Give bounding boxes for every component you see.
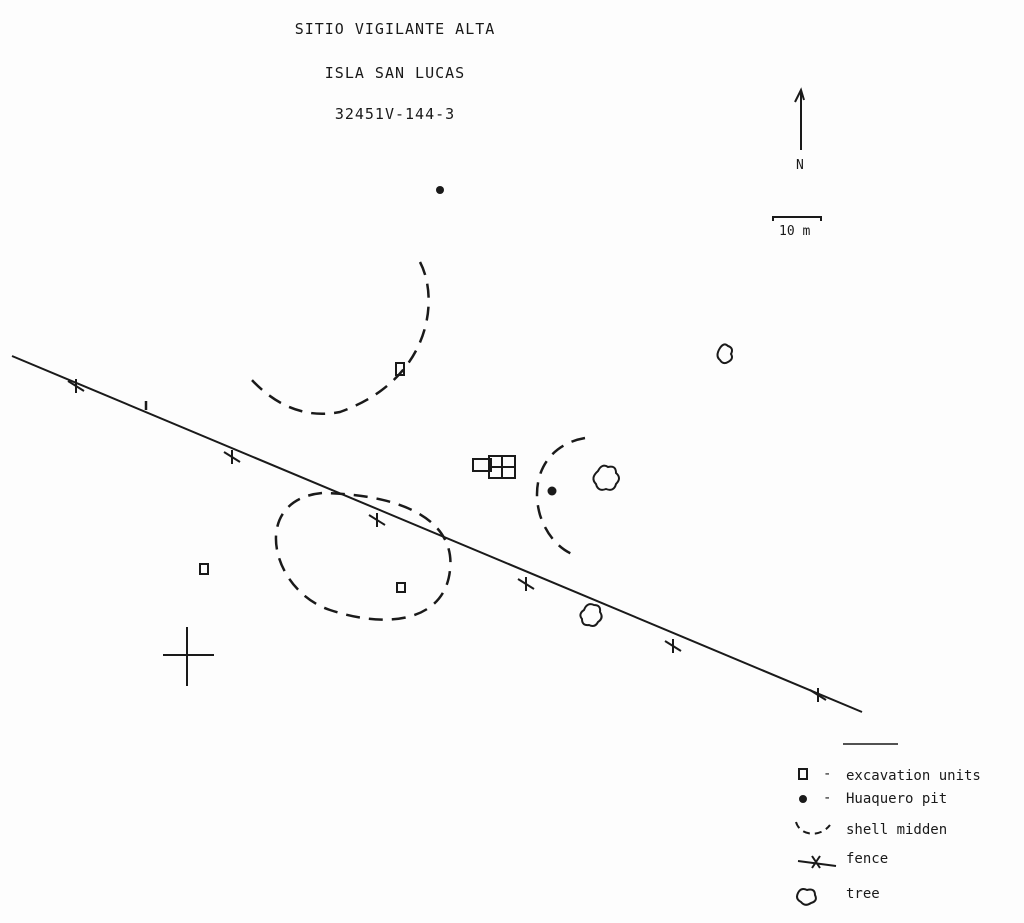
legend-label-excavation-units: excavation units — [846, 768, 981, 784]
shell-midden-center — [274, 491, 452, 621]
legend-dash: - — [823, 766, 832, 782]
site-code: 32451V-144-3 — [334, 105, 456, 123]
legend-label-huaquero-pit: Huaquero pit — [846, 791, 948, 807]
tree-icon — [716, 343, 733, 365]
huaquero-pit — [547, 486, 557, 496]
shell-midden-east — [535, 436, 586, 558]
tree-icon — [592, 464, 620, 491]
datum-cross — [163, 627, 214, 686]
scale-bar — [772, 216, 822, 221]
legend-symbols — [795, 743, 898, 906]
legend-label-tree: tree — [846, 886, 880, 902]
fence-line — [11, 355, 863, 713]
shell-midden-north — [249, 261, 430, 415]
fence-post-icon — [809, 688, 827, 702]
legend-label-fence: fence — [846, 851, 889, 867]
tree-icon — [796, 888, 817, 906]
fence-post-icon — [67, 379, 85, 393]
fence-post-icon — [664, 639, 682, 653]
square-icon — [798, 768, 808, 780]
fence-icon — [797, 855, 837, 869]
map-title: SITIO VIGILANTE ALTA — [294, 20, 496, 38]
fence-post-icon — [517, 577, 535, 591]
scale-label: 10 m — [779, 224, 811, 239]
excavation-unit — [199, 563, 209, 575]
excavation-units — [199, 362, 516, 593]
excavation-unit — [396, 582, 406, 593]
fence-post-icon — [223, 450, 241, 464]
dashed-arc-icon — [795, 821, 831, 835]
legend-label-shell-midden: shell midden — [846, 822, 948, 838]
fence-post-icon — [368, 513, 386, 527]
north-label: N — [796, 158, 804, 173]
legend-dash: - — [823, 790, 832, 806]
excavation-unit-cluster — [472, 455, 516, 479]
dot-icon — [799, 795, 807, 803]
huaquero-pit — [436, 186, 444, 194]
trees — [579, 343, 733, 627]
map-subtitle: ISLA SAN LUCAS — [324, 64, 466, 82]
excavation-unit — [395, 362, 405, 376]
shell-midden-areas — [144, 261, 586, 621]
north-arrow-icon — [794, 87, 805, 150]
tree-icon — [579, 603, 603, 627]
huaquero-pits — [436, 186, 557, 496]
